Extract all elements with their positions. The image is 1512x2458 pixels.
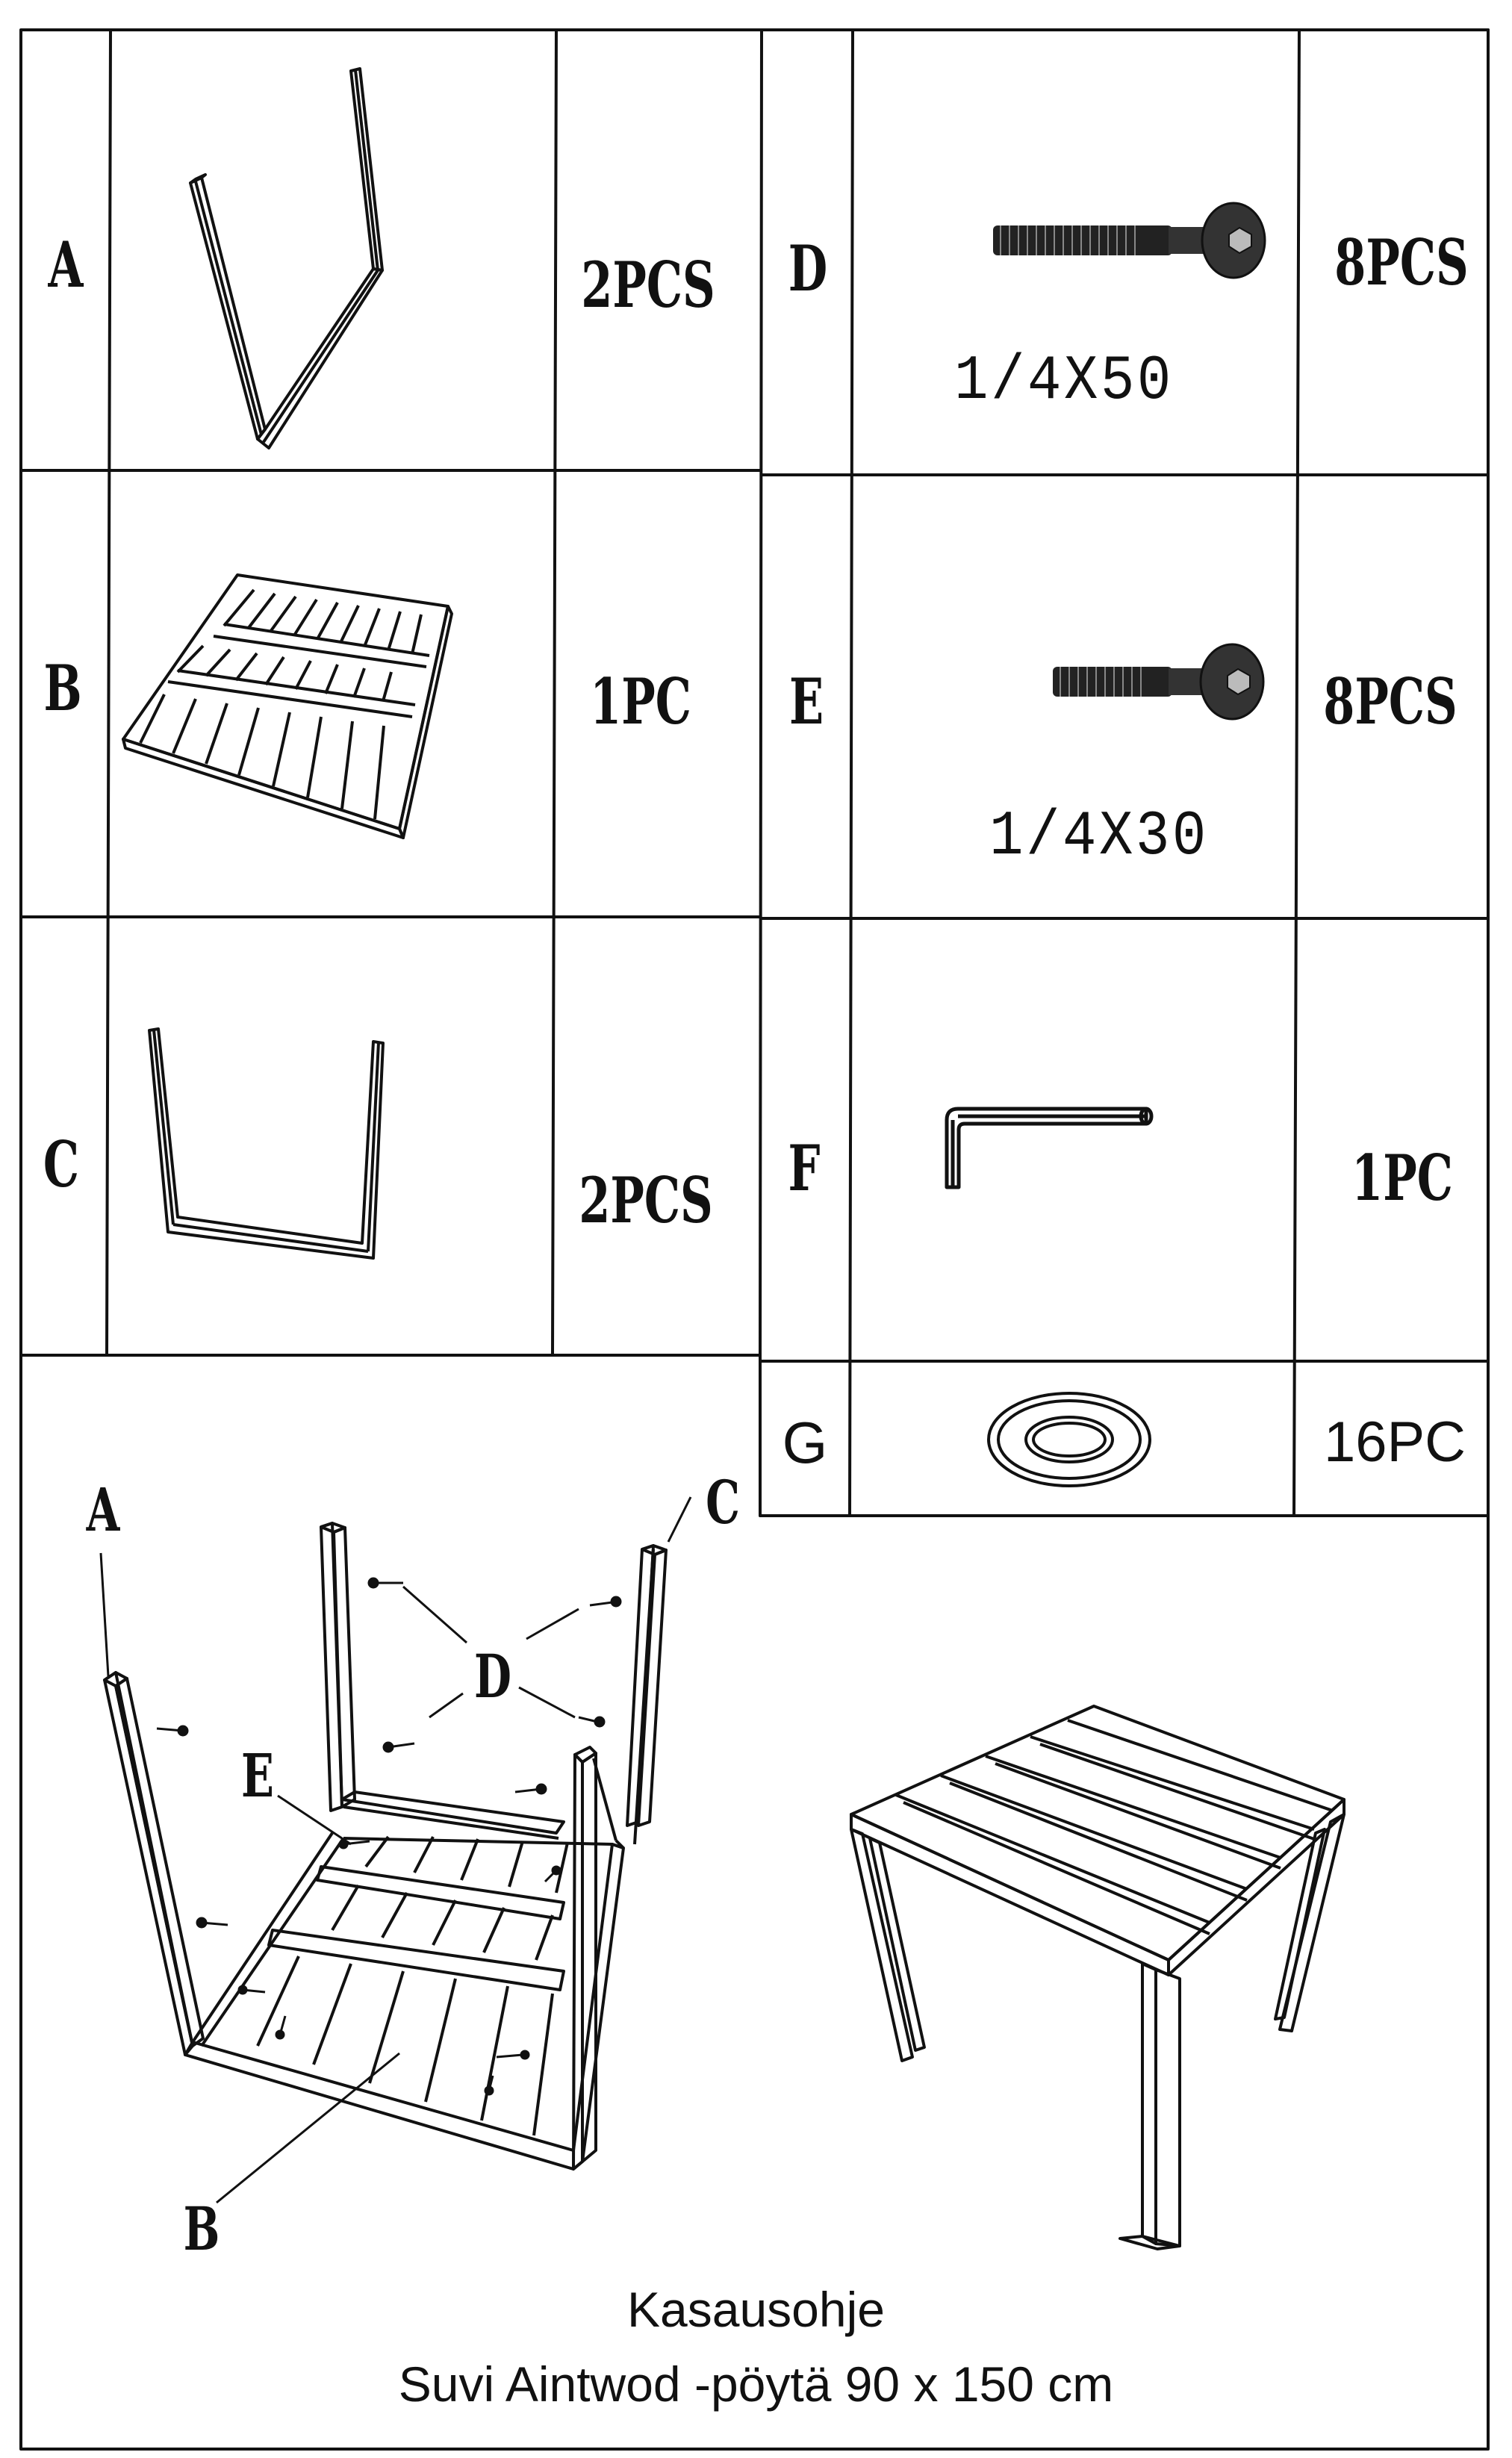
part-e-letter: E	[788, 665, 824, 738]
callout-b: B	[183, 2194, 220, 2264]
part-f-letter: F	[788, 1131, 821, 1205]
part-b-tabletop-illustration	[122, 573, 453, 839]
callout-d: D	[474, 1641, 511, 1711]
exploded-assembly-diagram	[99, 1496, 692, 2204]
callout-e: E	[241, 1740, 274, 1811]
part-a-frame-illustration	[189, 67, 384, 449]
part-e-bolt-illustration	[1053, 643, 1265, 721]
part-g-letter: G	[782, 1410, 828, 1475]
part-g-quantity: 16PC	[1323, 1410, 1466, 1474]
part-f-hex-key-illustration	[945, 1107, 1154, 1189]
assembly-bolts	[156, 1577, 622, 2096]
part-b-quantity: 1PC	[590, 665, 691, 738]
part-c-frame-illustration	[148, 1027, 385, 1260]
part-g-washer-illustration	[987, 1392, 1151, 1487]
callout-a: A	[86, 1475, 120, 1545]
callout-c: C	[706, 1467, 740, 1537]
part-a-quantity: 2PCS	[581, 248, 715, 322]
part-e-quantity: 8PCS	[1323, 665, 1457, 738]
part-d-letter: D	[788, 231, 828, 305]
part-f-quantity: 1PC	[1351, 1141, 1453, 1215]
part-c-quantity: 2PCS	[579, 1163, 713, 1237]
part-b-letter: B	[43, 651, 82, 725]
part-e-size: 1/4X30	[989, 802, 1209, 873]
footer-subtitle: Suvi Aintwod -pöytä 90 x 150 cm	[398, 2356, 1114, 2412]
part-d-quantity: 8PCS	[1334, 225, 1469, 299]
part-c-letter: C	[43, 1127, 80, 1201]
part-d-bolt-illustration	[993, 202, 1266, 279]
part-a-letter: A	[48, 228, 84, 302]
part-d-size: 1/4X50	[954, 346, 1174, 417]
assembled-table-illustration	[850, 1705, 1345, 2250]
footer-title: Kasausohje	[627, 2282, 885, 2337]
